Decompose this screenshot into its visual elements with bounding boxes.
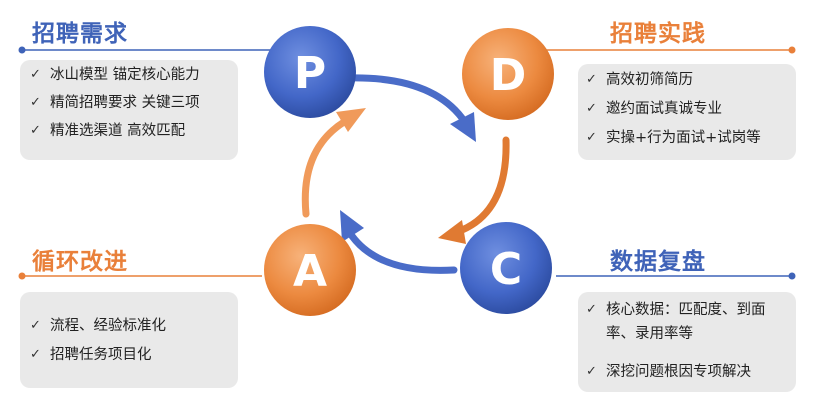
list-item-d-1: ✓ 邀约面试真诚专业 xyxy=(586,97,722,121)
arrow-c-to-a xyxy=(340,210,458,274)
check-icon: ✓ xyxy=(586,364,597,379)
circle-a xyxy=(264,224,356,316)
list-item-d-2: ✓ 实操+行为面试+试岗等 xyxy=(586,126,761,150)
circle-p xyxy=(264,26,356,118)
circle-d xyxy=(462,28,554,120)
box-c xyxy=(578,292,796,392)
list-item-a-0: ✓ 流程、经验标准化 xyxy=(30,314,166,338)
list-item-c-1: ✓ 深挖问题根因专项解决 xyxy=(586,360,751,384)
connector-line-a xyxy=(18,272,262,280)
check-icon: ✓ xyxy=(586,302,597,317)
item-text: 精准选渠道 高效匹配 xyxy=(50,123,186,139)
check-icon: ✓ xyxy=(586,72,597,87)
letter-d: D xyxy=(490,50,527,101)
item-text: 深挖问题根因专项解决 xyxy=(606,364,751,380)
item-text: 实操+行为面试+试岗等 xyxy=(606,130,761,146)
box-d xyxy=(578,64,796,160)
title-c: 数据复盘 xyxy=(610,249,706,275)
check-icon: ✓ xyxy=(30,123,41,138)
check-icon: ✓ xyxy=(30,95,41,110)
item-text: 精简招聘要求 关键三项 xyxy=(50,95,200,111)
connector-line-p xyxy=(18,46,272,54)
box-a xyxy=(20,292,238,388)
item-text: 高效初筛简历 xyxy=(606,72,693,88)
circle-c xyxy=(460,222,552,314)
list-item-p-0: ✓ 冰山模型 锚定核心能力 xyxy=(30,63,200,87)
letter-a: A xyxy=(293,246,327,297)
connector-line-c xyxy=(556,272,796,280)
check-icon: ✓ xyxy=(586,130,597,145)
list-item-p-2: ✓ 精准选渠道 高效匹配 xyxy=(30,119,185,143)
connector-line-d xyxy=(538,46,796,54)
check-icon: ✓ xyxy=(30,67,41,82)
check-icon: ✓ xyxy=(586,101,597,116)
list-item-c-0: ✓ 核心数据：匹配度、到面率、录用率等 xyxy=(586,298,790,346)
letter-p: P xyxy=(294,48,326,99)
title-p: 招聘需求 xyxy=(32,21,128,47)
item-text: 招聘任务项目化 xyxy=(50,347,152,363)
arrow-a-to-p xyxy=(301,108,366,218)
item-text: 邀约面试真诚专业 xyxy=(606,101,722,117)
list-item-d-0: ✓ 高效初筛简历 xyxy=(586,68,693,92)
arrow-p-to-d xyxy=(344,74,476,142)
list-item-p-1: ✓ 精简招聘要求 关键三项 xyxy=(30,91,200,115)
check-icon: ✓ xyxy=(30,318,41,333)
item-text: 核心数据：匹配度、到面率、录用率等 xyxy=(606,302,766,342)
arrow-d-to-c xyxy=(438,136,510,244)
box-p xyxy=(20,60,238,160)
title-d: 招聘实践 xyxy=(610,21,706,47)
item-text: 冰山模型 锚定核心能力 xyxy=(50,67,200,83)
check-icon: ✓ xyxy=(30,347,41,362)
item-text: 流程、经验标准化 xyxy=(50,318,166,334)
list-item-a-1: ✓ 招聘任务项目化 xyxy=(30,343,152,367)
letter-c: C xyxy=(490,244,522,295)
title-a: 循环改进 xyxy=(32,249,128,275)
